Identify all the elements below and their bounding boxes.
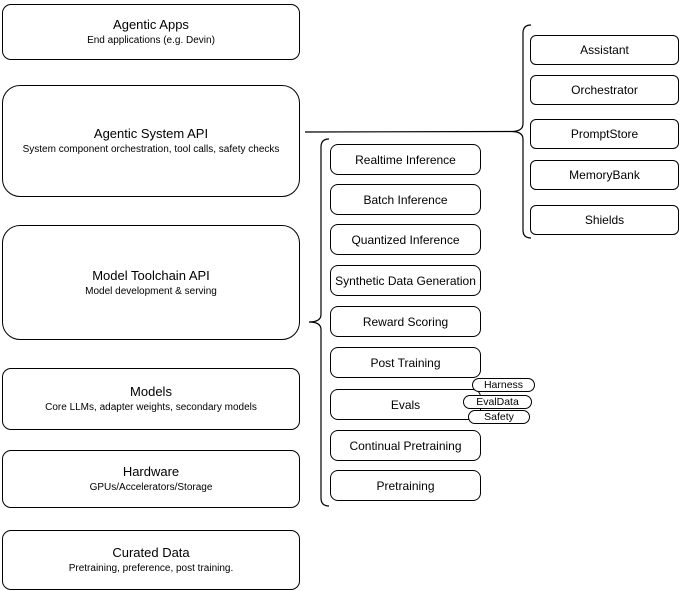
system-brace [510, 24, 532, 239]
node-assistant: Assistant [530, 35, 679, 65]
api-connector-line [304, 130, 512, 133]
tag-harness: Harness [472, 378, 535, 392]
node-title: Model Toolchain API [92, 267, 210, 283]
node-evals: Evals [330, 389, 481, 420]
node-title: Agentic Apps [113, 17, 189, 32]
node-subtitle: Model development & serving [85, 285, 217, 297]
node-batch-inference: Batch Inference [330, 184, 481, 215]
node-continual-pretraining: Continual Pretraining [330, 430, 481, 461]
node-subtitle: System component orchestration, tool cal… [22, 144, 280, 155]
node-shields: Shields [530, 205, 679, 235]
node-title: Curated Data [112, 545, 190, 560]
node-post-training: Post Training [330, 347, 481, 378]
node-models: Models Core LLMs, adapter weights, secon… [2, 368, 300, 430]
node-promptstore: PromptStore [530, 119, 679, 149]
node-subtitle: Pretraining, preference, post training. [68, 563, 234, 574]
node-hardware: Hardware GPUs/Accelerators/Storage [2, 450, 300, 508]
node-agentic-apps: Agentic Apps End applications (e.g. Devi… [2, 4, 300, 60]
node-quantized-inference: Quantized Inference [330, 224, 481, 255]
node-memorybank: MemoryBank [530, 160, 679, 190]
tag-safety: Safety [468, 410, 530, 424]
node-title: Models [130, 384, 172, 399]
node-pretraining: Pretraining [330, 470, 481, 501]
node-reward-scoring: Reward Scoring [330, 306, 481, 337]
tag-evaldata: EvalData [463, 395, 532, 409]
node-orchestrator: Orchestrator [530, 75, 679, 105]
node-subtitle: Core LLMs, adapter weights, secondary mo… [45, 402, 257, 413]
node-title: Agentic System API [93, 126, 209, 141]
node-agentic-system-api: Agentic System API System component orch… [2, 85, 300, 197]
node-realtime-inference: Realtime Inference [330, 144, 481, 175]
node-curated-data: Curated Data Pretraining, preference, po… [2, 530, 300, 590]
toolchain-brace [308, 138, 330, 507]
node-synthetic-data-generation: Synthetic Data Generation [330, 265, 481, 296]
node-title: Hardware [122, 464, 180, 479]
node-subtitle: End applications (e.g. Devin) [87, 35, 215, 46]
node-model-toolchain-api: Model Toolchain API Model development & … [2, 225, 300, 340]
node-subtitle: GPUs/Accelerators/Storage [89, 482, 213, 493]
